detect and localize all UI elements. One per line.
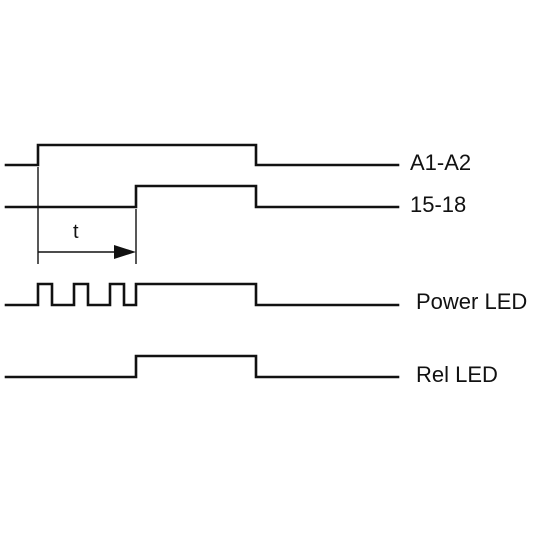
signal-label-a1-a2: A1-A2: [410, 150, 471, 175]
delay-arrow-head: [114, 245, 136, 259]
delay-label: t: [73, 221, 79, 243]
waveform-rel-led: [4, 354, 400, 379]
signal-label-15-18: 15-18: [410, 192, 466, 217]
signal-label-power-led: Power LED: [416, 289, 527, 314]
waveform-power-led: [4, 282, 400, 307]
signal-label-rel-led: Rel LED: [416, 362, 498, 387]
waveform-a1-a2: [4, 143, 400, 167]
waveform-15-18: [4, 184, 400, 209]
